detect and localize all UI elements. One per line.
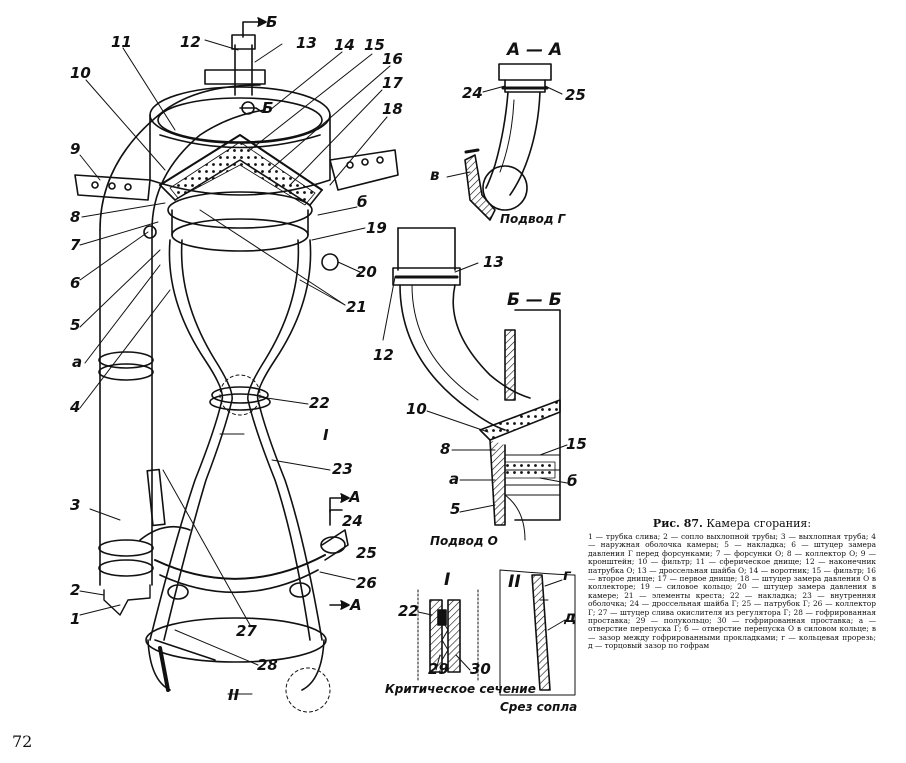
- callout-10: 10: [70, 64, 91, 82]
- chamber-head: [74, 34, 399, 252]
- bb-callout-8: 8: [440, 440, 451, 458]
- callout-16: 16: [382, 50, 403, 68]
- detail-one: [417, 589, 479, 681]
- callout-4: 4: [70, 398, 81, 416]
- detail-aa: [446, 63, 563, 221]
- callout-24: 24: [342, 512, 363, 530]
- callout-section-a2: А: [350, 596, 362, 614]
- caption-heading: Рис. 87. Камера сгорания:: [588, 517, 876, 531]
- two-callout-g: г: [563, 566, 571, 584]
- section-title-bb: Б — Б: [507, 290, 562, 310]
- callout-1: 1: [70, 610, 81, 628]
- subcaption-supply-g: Подвод Г: [500, 212, 566, 226]
- callout-15: 15: [364, 36, 385, 54]
- callout-17: 17: [382, 74, 403, 92]
- one-callout-29: 29: [428, 660, 449, 678]
- bb-callout-12: 12: [373, 346, 394, 364]
- caption-legend: 1 — трубка слива; 2 — сопло выхлопной тр…: [588, 532, 876, 651]
- two-callout-d: д: [564, 608, 577, 626]
- bb-callout-5: 5: [450, 500, 461, 518]
- callout-28: 28: [257, 656, 278, 674]
- bb-callout-15: 15: [566, 435, 587, 453]
- section-title-two: II: [508, 572, 521, 592]
- figure-caption: Рис. 87. Камера сгорания: 1 — трубка сли…: [588, 517, 876, 651]
- bb-callout-a: а: [449, 470, 460, 488]
- callout-section-2: II: [228, 686, 240, 704]
- callout-18: 18: [382, 100, 403, 118]
- callout-9: 9: [70, 140, 81, 158]
- subcaption-supply-o: Подвод О: [430, 534, 498, 548]
- detail-bb: [382, 227, 568, 541]
- callout-27: 27: [236, 622, 257, 640]
- callout-23: 23: [332, 460, 353, 478]
- subcaption-critical: Критическое сечение: [385, 682, 536, 696]
- one-callout-30: 30: [470, 660, 491, 678]
- subcaption-nozzle-cut: Срез сопла: [500, 700, 578, 714]
- callout-12: 12: [180, 33, 201, 51]
- chamber-body: [139, 225, 349, 692]
- aa-callout-v: в: [430, 166, 440, 184]
- bb-callout-13: 13: [483, 253, 504, 271]
- aa-callout-25: 25: [565, 86, 586, 104]
- aa-callout-24: 24: [462, 84, 483, 102]
- callout-19: 19: [366, 219, 387, 237]
- one-callout-22: 22: [398, 602, 419, 620]
- main-view: [74, 34, 399, 692]
- callout-section-b: Б: [266, 13, 278, 31]
- caption-label: Рис. 87.: [652, 517, 703, 530]
- page-number: 72: [12, 732, 33, 751]
- callout-3: 3: [70, 496, 81, 514]
- callout-a: а: [72, 353, 83, 371]
- callout-22: 22: [309, 394, 330, 412]
- callout-8: 8: [70, 208, 81, 226]
- section-arrows: [219, 17, 350, 713]
- callout-section-a: А: [349, 488, 361, 506]
- callout-6: 6: [70, 274, 81, 292]
- callout-20: 20: [356, 263, 377, 281]
- detail-two: [499, 569, 576, 696]
- callout-section-1: I: [323, 426, 329, 444]
- callout-26: 26: [356, 574, 377, 592]
- main-leaders: [79, 39, 391, 666]
- callout-b: б: [357, 193, 368, 211]
- callout-11: 11: [111, 33, 132, 51]
- callout-7: 7: [70, 236, 81, 254]
- callout-14: 14: [334, 36, 355, 54]
- callout-section-b2: Б: [262, 99, 274, 117]
- callout-21: 21: [346, 298, 367, 316]
- callout-2: 2: [70, 581, 81, 599]
- caption-title: Камера сгорания:: [706, 517, 812, 530]
- exhaust-pipe: [98, 84, 266, 616]
- bb-callout-10: 10: [406, 400, 427, 418]
- bb-callout-b: б: [567, 472, 578, 490]
- section-title-one: I: [444, 570, 451, 590]
- callout-25: 25: [356, 544, 377, 562]
- callout-5: 5: [70, 316, 81, 334]
- section-title-aa: А — А: [507, 40, 563, 60]
- callout-13: 13: [296, 34, 317, 52]
